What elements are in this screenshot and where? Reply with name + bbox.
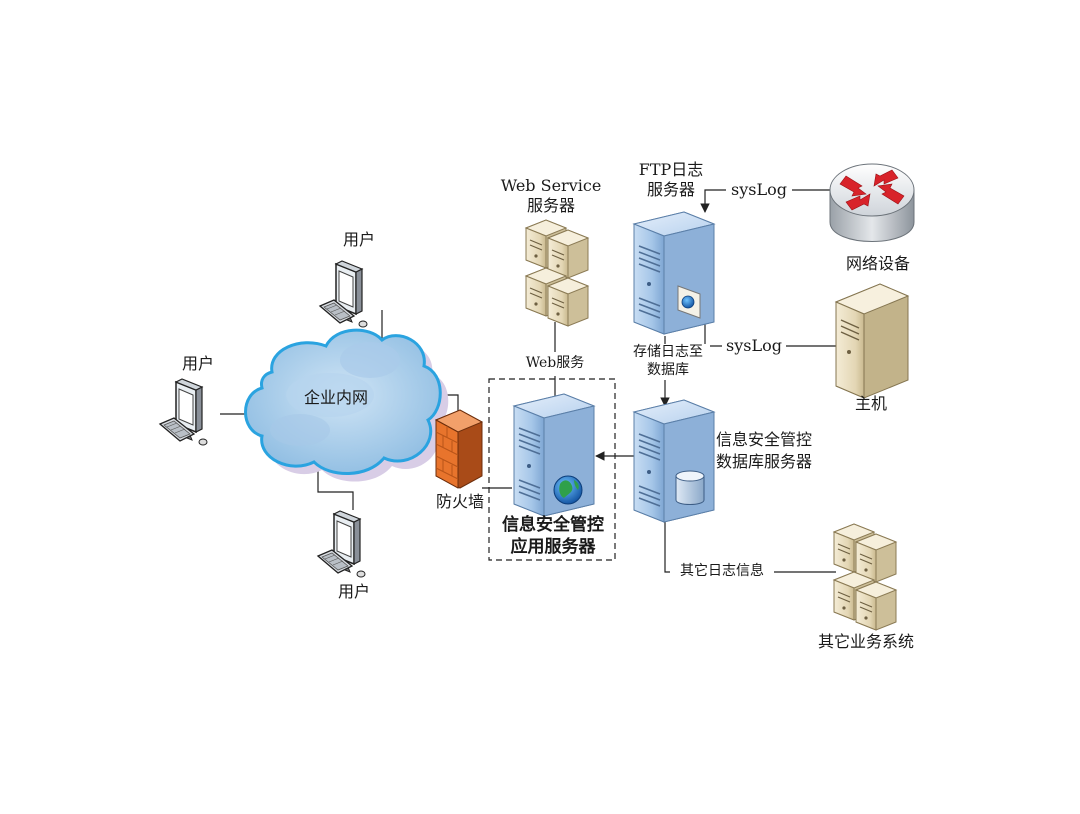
- pc-icon-top: [319, 260, 368, 328]
- label-user-top: 用户: [342, 230, 375, 249]
- label-syslog-host: sysLog: [722, 336, 786, 356]
- pc-icon-left: [159, 378, 208, 446]
- label-other-log: 其它日志信息: [670, 563, 774, 580]
- router-icon: [829, 163, 915, 242]
- label-db-server-2: 数据库服务器: [716, 452, 813, 471]
- label-network-device: 网络设备: [845, 254, 910, 273]
- app-server-icon: [513, 393, 595, 517]
- web-service-server-icon: [525, 219, 589, 327]
- label-store-log-1: 存储日志至: [626, 344, 710, 361]
- label-ftp-2: 服务器: [646, 180, 695, 199]
- label-web-service-edge: Web服务: [518, 355, 592, 372]
- label-store-log-2: 数据库: [626, 362, 710, 379]
- label-app-server-2: 应用服务器: [510, 537, 596, 557]
- label-user-left: 用户: [181, 354, 214, 373]
- ftp-server-icon: [633, 211, 715, 335]
- app-server-boundary: [488, 378, 616, 561]
- label-other-systems: 其它业务系统: [817, 632, 914, 651]
- edge-user-bottom-cloud: [317, 466, 354, 510]
- edge-other-to-db: [660, 511, 670, 573]
- label-user-bottom: 用户: [337, 582, 370, 601]
- label-syslog-router: sysLog: [726, 180, 792, 200]
- firewall-icon: [434, 409, 484, 489]
- label-web-service-1: Web Service: [500, 176, 602, 195]
- label-host: 主机: [854, 394, 887, 413]
- edge-router-to-ftp: [700, 189, 726, 213]
- other-systems-icon: [833, 523, 897, 631]
- host-icon: [834, 283, 910, 399]
- pc-icon-bottom: [317, 510, 366, 578]
- label-cloud: 企业内网: [303, 388, 368, 407]
- cloud-icon: [244, 328, 449, 482]
- label-ftp-1: FTP日志: [638, 160, 704, 179]
- label-db-server-1: 信息安全管控: [716, 430, 813, 449]
- label-app-server-1: 信息安全管控: [502, 515, 604, 535]
- label-firewall: 防火墙: [435, 492, 484, 511]
- db-server-icon: [633, 399, 715, 523]
- label-web-service-2: 服务器: [526, 196, 575, 215]
